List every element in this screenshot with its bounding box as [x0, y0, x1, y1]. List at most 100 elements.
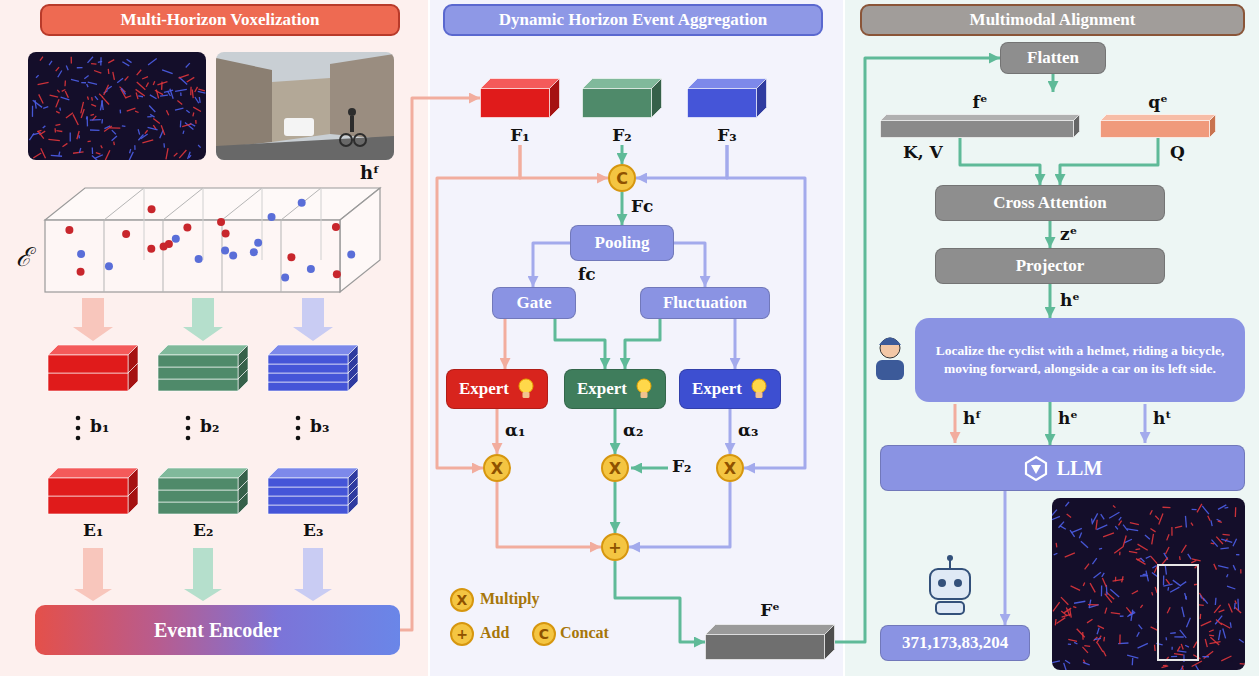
slab-side	[348, 345, 358, 364]
event-stroke	[1113, 505, 1115, 507]
event-stroke	[37, 130, 41, 131]
event-stroke	[122, 125, 126, 127]
event-stroke	[1227, 586, 1235, 589]
logo-outline	[1026, 457, 1046, 480]
event-stroke	[1219, 610, 1225, 612]
event-stroke	[1202, 506, 1209, 514]
event-frame	[28, 52, 206, 160]
event-stroke	[1197, 504, 1202, 512]
event-stroke	[1132, 658, 1134, 665]
event-stroke	[62, 90, 66, 92]
slab-front	[583, 89, 652, 118]
event-stroke	[1102, 578, 1106, 587]
event-stroke	[127, 59, 132, 62]
panel-background	[430, 0, 843, 676]
event-stroke	[1096, 520, 1097, 530]
time-slice	[281, 220, 282, 292]
voxel-stack	[268, 468, 358, 514]
cube-face	[340, 188, 380, 292]
math-label: α₃	[738, 420, 759, 440]
event-stroke	[177, 101, 182, 105]
event-point	[254, 239, 262, 247]
event-stroke	[1083, 662, 1090, 664]
slab-shape	[480, 78, 560, 118]
event-stroke	[1145, 535, 1150, 539]
sky	[216, 52, 394, 160]
event-stroke	[110, 127, 121, 128]
connector	[625, 319, 660, 369]
node-text: F₁	[510, 125, 530, 145]
event-stroke	[40, 57, 43, 61]
event-stroke	[1099, 548, 1102, 550]
math-label: Q	[1170, 142, 1185, 162]
node-text: Flatten	[1027, 48, 1079, 68]
event-stroke	[1103, 637, 1105, 641]
math-label: α₁	[505, 420, 526, 440]
connector	[1049, 402, 1052, 445]
node-text: Expert	[577, 379, 627, 399]
event-stroke	[58, 70, 62, 77]
node-text: F₂	[612, 125, 632, 145]
operator-circle: X	[716, 454, 744, 482]
driver-cap	[879, 338, 901, 346]
event-stroke	[1166, 579, 1170, 584]
slab-side	[348, 468, 358, 487]
event-stroke	[1218, 521, 1222, 522]
event-stroke	[175, 108, 183, 110]
event-point	[148, 205, 156, 213]
feature-map: Fᵉ	[705, 600, 835, 660]
legend-text: Concat	[560, 624, 609, 642]
event-stroke	[1178, 651, 1187, 652]
operator-circle: X	[483, 454, 511, 482]
event-stroke	[117, 78, 123, 82]
event-stroke	[1220, 548, 1228, 549]
event-stroke	[1061, 597, 1068, 605]
event-stroke	[1090, 583, 1095, 592]
event-stroke	[1136, 559, 1146, 565]
legend-text: Multiply	[480, 590, 540, 608]
event-stroke	[135, 111, 138, 112]
event-stroke	[113, 142, 115, 145]
event-stroke	[1065, 660, 1070, 663]
event-stroke	[84, 76, 88, 79]
event-stroke	[1114, 546, 1123, 553]
event-point	[298, 199, 306, 207]
event-stroke	[162, 70, 173, 74]
operator-circle: C	[608, 164, 636, 192]
event-stroke	[1074, 642, 1077, 644]
event-stroke	[1129, 551, 1137, 552]
slab-shape	[880, 114, 1080, 138]
event-stroke	[100, 57, 102, 65]
connector	[629, 482, 730, 547]
event-stroke	[29, 133, 34, 140]
event-stroke	[1163, 584, 1172, 586]
process-box: 371,173,83,204	[880, 625, 1030, 661]
event-stroke	[142, 77, 148, 79]
event-point	[347, 251, 355, 259]
event-stroke	[1209, 630, 1214, 632]
node-text: C	[616, 169, 628, 188]
event-stroke	[94, 71, 101, 74]
event-stroke	[1204, 651, 1214, 658]
event-stroke	[1155, 516, 1159, 520]
llm-logo	[1023, 455, 1049, 481]
event-stroke	[1101, 585, 1103, 596]
feature-map: F₁	[480, 78, 560, 145]
slab-front	[268, 496, 348, 505]
event-point	[307, 265, 315, 273]
node-text: fᵉ	[973, 92, 988, 112]
event-stroke	[126, 96, 131, 98]
node-text: qᵉ	[1148, 92, 1167, 112]
event-stroke	[1163, 575, 1165, 585]
event-stroke	[1126, 607, 1131, 613]
time-slice	[104, 220, 105, 292]
event-stroke	[1115, 577, 1117, 582]
voxel-stack	[268, 345, 358, 391]
event-stroke	[157, 82, 167, 85]
connector	[614, 482, 617, 533]
event-stroke	[1109, 512, 1119, 518]
event-stroke	[195, 120, 197, 124]
event-stroke	[1171, 647, 1172, 650]
event-stroke	[73, 114, 78, 125]
event-stroke	[113, 72, 115, 80]
